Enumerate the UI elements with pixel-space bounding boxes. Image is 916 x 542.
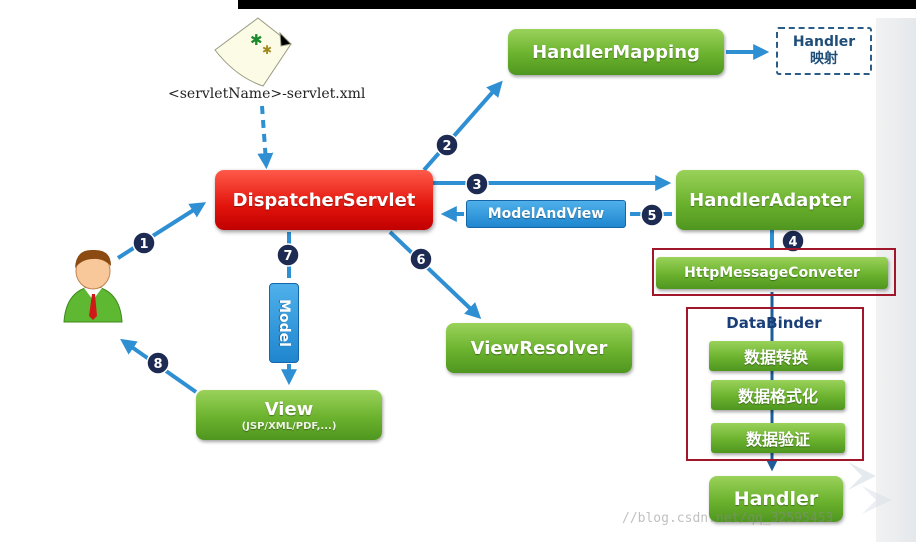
view-resolver-node: ViewResolver (446, 323, 632, 373)
handler-mapping-node: HandlerMapping (508, 29, 724, 75)
view-node-subtitle: (JSP/XML/PDF,...) (241, 420, 337, 432)
handler-node: Handler (709, 476, 843, 522)
decorative-chevrons (848, 462, 892, 514)
servlet-config-filename: <servletName>-servlet.xml (168, 86, 366, 102)
model-label: Model (269, 283, 299, 363)
databinder-title: DataBinder (726, 314, 822, 332)
handler-mapping-result: Handler 映射 (776, 27, 872, 75)
step-badge-1: 1 (132, 231, 156, 255)
step-badge-4: 4 (781, 229, 805, 253)
svg-text:8: 8 (153, 357, 162, 372)
view-node: View (JSP/XML/PDF,...) (196, 390, 382, 440)
view-node-title: View (264, 398, 314, 420)
message-converter-node: HttpMessageConveter (656, 257, 888, 289)
config-file-icon: ✱ ✱ (214, 17, 293, 87)
model-label-text: Model (276, 299, 292, 347)
svg-text:7: 7 (283, 249, 292, 264)
user-icon (63, 249, 123, 323)
step-badge-7: 7 (276, 243, 300, 267)
handler-mapping-result-line2: 映射 (810, 51, 838, 67)
svg-text:5: 5 (647, 209, 656, 224)
model-and-view-label: ModelAndView (466, 200, 626, 228)
handler-mapping-result-line1: Handler (792, 34, 856, 50)
top-black-bar (238, 0, 916, 9)
databinder-item-convert: 数据转换 (709, 341, 843, 371)
svg-text:6: 6 (416, 253, 425, 268)
svg-text:1: 1 (139, 237, 148, 252)
svg-text:2: 2 (442, 139, 451, 154)
step-badge-6: 6 (409, 247, 433, 271)
svg-text:✱: ✱ (250, 31, 263, 49)
step-badge-2: 2 (435, 133, 459, 157)
svg-text:✱: ✱ (262, 43, 272, 57)
databinder-frame (686, 307, 864, 461)
svg-text:4: 4 (788, 235, 797, 250)
watermark: //blog.csdn.net/qq_32595453 (622, 511, 834, 526)
svg-text:3: 3 (472, 178, 481, 193)
handler-adapter-node: HandlerAdapter (676, 170, 864, 230)
step-badge-5: 5 (640, 203, 664, 227)
message-converter-frame (652, 248, 896, 296)
dispatcher-servlet-node: DispatcherServlet (215, 170, 433, 230)
databinder-item-format: 数据格式化 (711, 380, 845, 410)
databinder-item-validate: 数据验证 (711, 423, 845, 453)
step-badge-8: 8 (146, 351, 170, 375)
step-badge-3: 3 (465, 172, 489, 196)
